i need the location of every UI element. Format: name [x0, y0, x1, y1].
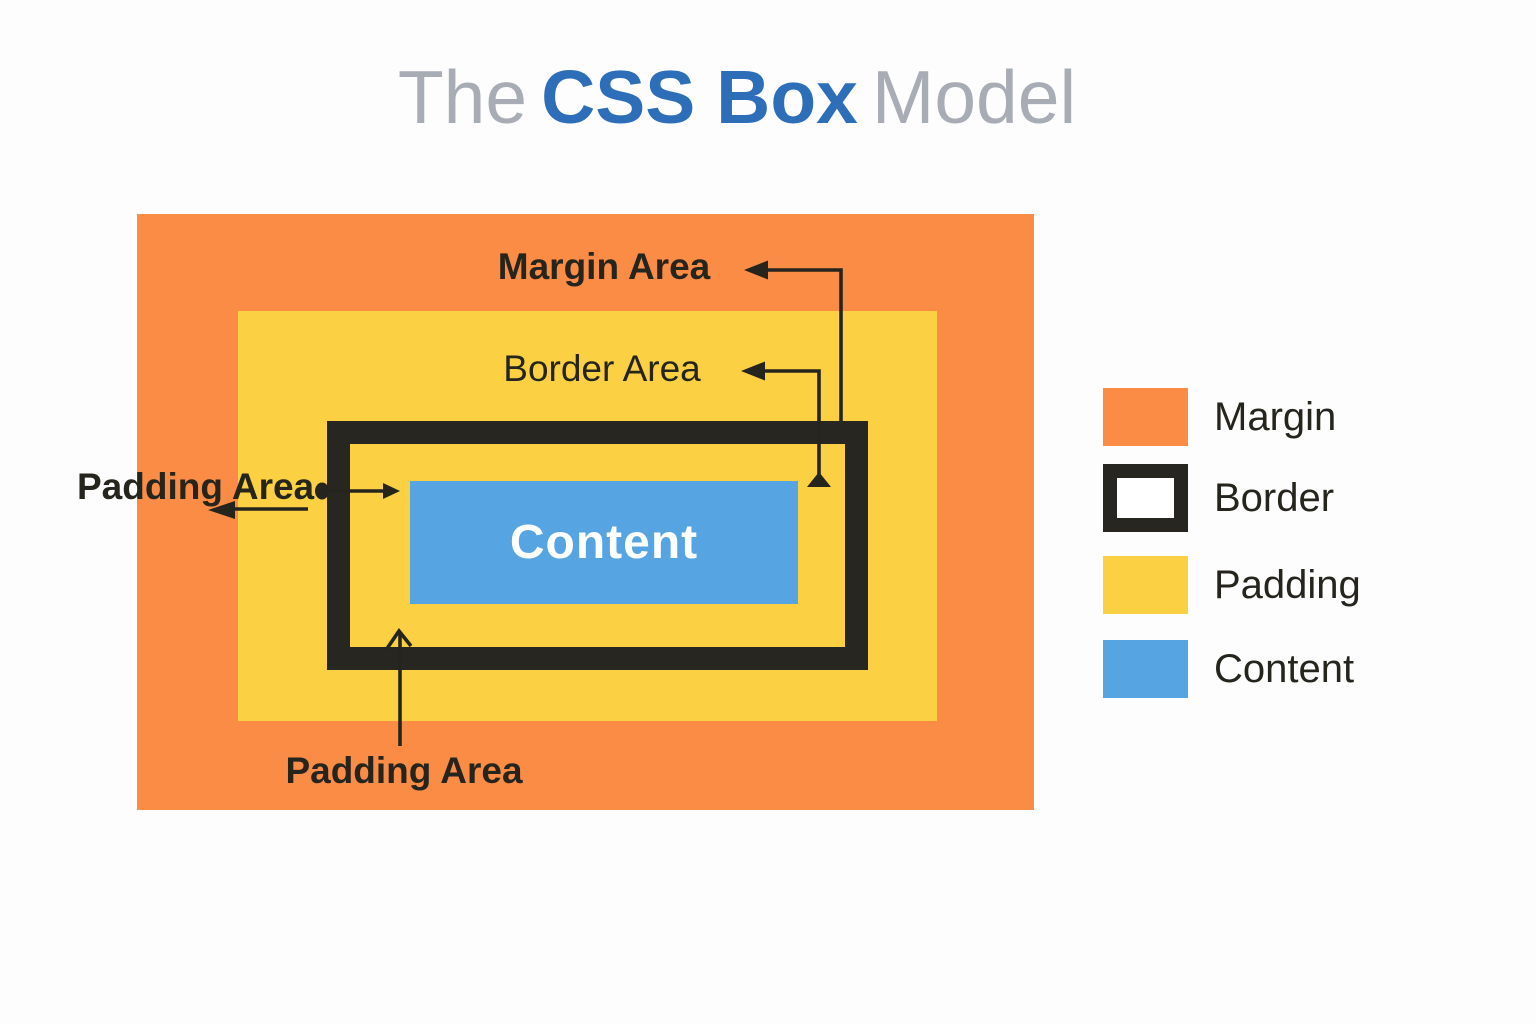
padding-area-bottom-label: Padding Area: [285, 750, 523, 791]
padding-area-left-label: Padding Area: [77, 466, 315, 507]
padding-swatch: [1103, 556, 1188, 614]
legend-item-padding: Padding: [1103, 556, 1361, 614]
title-highlight: CSS Box: [541, 55, 858, 139]
legend-item-margin: Margin: [1103, 388, 1336, 446]
legend-label-border: Border: [1214, 476, 1335, 520]
content-box: Content: [410, 481, 798, 604]
legend-label-padding: Padding: [1214, 563, 1361, 607]
margin-swatch: [1103, 388, 1188, 446]
legend-item-content: Content: [1103, 640, 1354, 698]
title-prefix: The: [397, 55, 528, 139]
legend-label-content: Content: [1214, 647, 1355, 691]
border-swatch: [1103, 464, 1188, 532]
content-label: Content: [509, 516, 699, 569]
border-area-label: Border Area: [503, 348, 701, 389]
border-box: [327, 421, 868, 670]
margin-area-label: Margin Area: [497, 246, 711, 287]
legend-label-margin: Margin: [1214, 395, 1337, 439]
title-suffix: Model: [871, 55, 1077, 139]
legend-item-border: Border: [1103, 464, 1334, 532]
content-swatch: [1103, 640, 1188, 698]
